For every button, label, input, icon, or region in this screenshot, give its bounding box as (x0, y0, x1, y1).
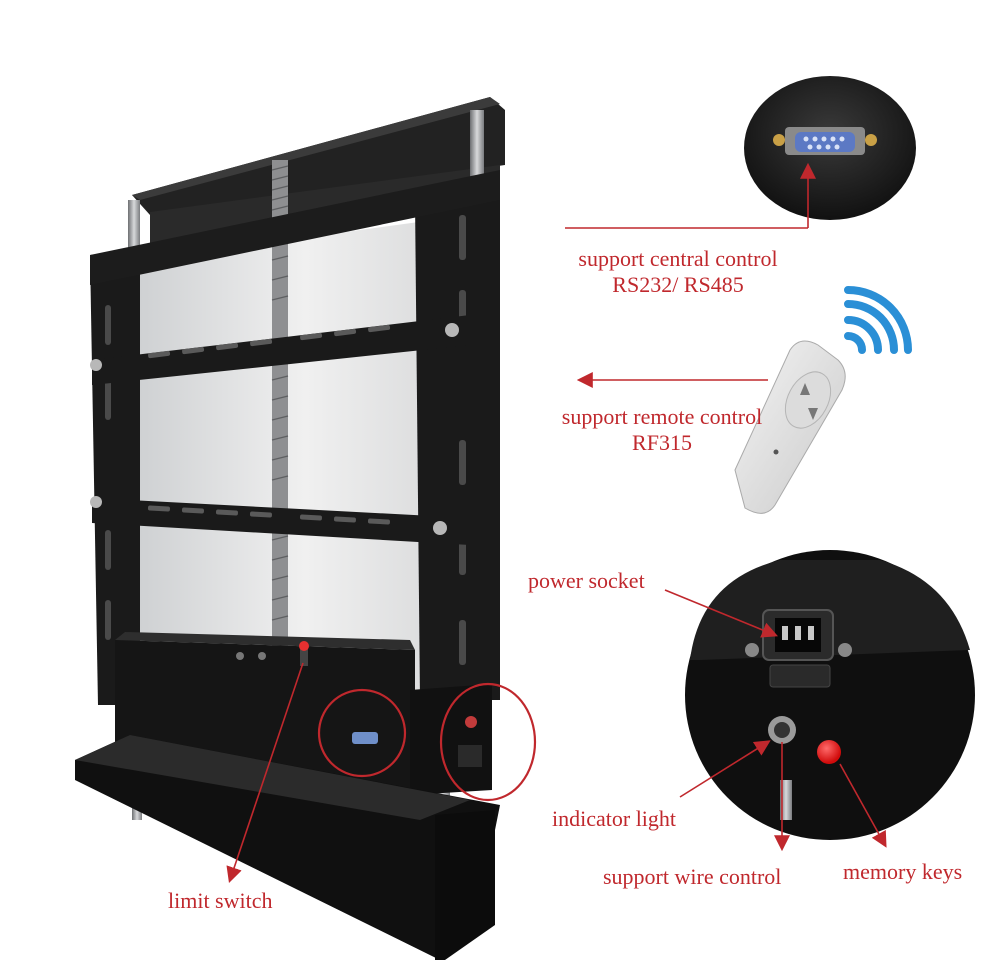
remote-control-label: support remote control RF315 (532, 404, 792, 456)
down-arrow-icon (808, 408, 818, 420)
wifi-icon (844, 286, 912, 354)
memory-key (817, 740, 841, 764)
rs232-connector-inset (744, 76, 916, 220)
central-control-line2: RS232/ RS485 (612, 272, 744, 297)
db9-highlight-circle (317, 688, 407, 778)
central-control-line1: support central control (578, 246, 778, 271)
memory-keys-label: memory keys (843, 859, 963, 884)
power-socket-label: power socket (528, 568, 645, 593)
wire-control-label: support wire control (603, 864, 782, 889)
annotation-arrows (226, 162, 887, 884)
central-control-label: support central control RS232/ RS485 (548, 246, 808, 298)
control-box-highlight-circle (439, 682, 537, 802)
up-arrow-icon (800, 383, 810, 395)
control-panel-inset (685, 550, 975, 840)
remote-control-line2: RF315 (632, 430, 692, 455)
tv-lift-frame (75, 97, 505, 960)
indicator-light-label: indicator light (552, 806, 677, 831)
remote-control-line1: support remote control (561, 404, 763, 429)
limit-switch-label: limit switch (168, 888, 273, 913)
remote-control (734, 340, 846, 514)
